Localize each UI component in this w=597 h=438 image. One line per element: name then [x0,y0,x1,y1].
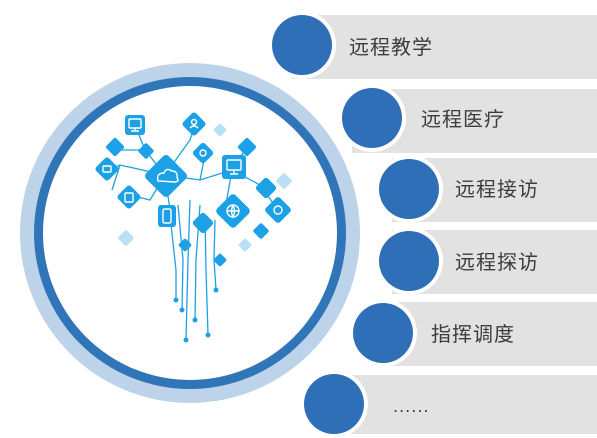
chat-icon [102,165,112,173]
bullet-item-1-fill [272,15,332,75]
root-dot [205,332,211,338]
tree-node [145,155,187,197]
tree-node [255,177,277,199]
circle-face [43,86,337,380]
tree-circle [20,63,360,403]
tree-node [192,212,214,234]
tree-node [213,253,227,267]
tree-node [138,143,154,159]
tree-node [265,197,291,223]
user-icon [189,118,199,129]
item-label-3: 远程接访 [455,177,539,201]
root-dot [213,287,219,293]
globe-icon [226,204,240,219]
item-label-4: 远程探访 [455,250,539,274]
tree-node [95,157,119,181]
cloud-icon [156,168,179,183]
tree-node [125,115,145,135]
tree-node-light [238,238,252,252]
item-label-6: ...... [393,397,430,416]
root-dot [183,337,189,343]
tree-node-light [276,173,292,189]
bullets-group [268,11,443,438]
root-dot [192,317,198,323]
root-dot [173,297,179,303]
tree-node [105,137,125,157]
item-label-2: 远程医疗 [421,107,505,131]
bullet-item-3-fill [379,159,439,219]
tree-node [253,223,269,239]
bullet-item-4-fill [379,231,439,291]
tree-node [117,185,141,209]
monitor-icon [128,118,142,132]
item-label-1: 远程教学 [349,35,433,59]
bullet-item-5-fill [353,303,413,363]
tree-node-light [213,123,227,137]
phone-icon [162,208,172,224]
target-icon [273,205,283,215]
item-label-5: 指挥调度 [431,322,515,346]
bullet-item-2-fill [342,88,402,148]
tree-icons [102,118,283,224]
tree-node-light [118,230,134,246]
bar-item-1 [292,15,597,79]
tablet-icon [124,192,134,203]
bullet-item-6-fill [304,374,364,434]
tree-node [192,142,214,164]
tree-node [237,137,257,157]
monitor-icon [226,159,242,175]
tree-node [222,155,246,179]
tree-node [178,238,192,252]
root-dot [179,307,185,313]
settings-icon [199,149,207,157]
